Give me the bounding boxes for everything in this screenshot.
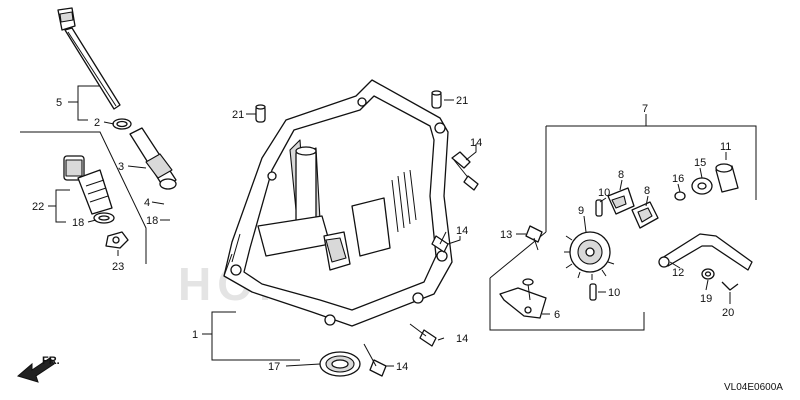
callout-10-lower: 10 [608, 287, 620, 299]
callout-1: 1 [192, 329, 198, 341]
dipstick-assembly [57, 7, 177, 190]
callout-5: 5 [56, 97, 62, 109]
front-direction-arrow [16, 357, 55, 383]
callout-14-bottom: 14 [396, 361, 408, 373]
group-boundary-7-bottom [489, 278, 645, 331]
callout-14-upper: 14 [470, 137, 482, 149]
governor-parts [499, 163, 753, 319]
callout-4: 4 [144, 197, 150, 209]
callout-19: 19 [700, 293, 712, 305]
front-direction-label: FR. [42, 355, 60, 367]
oil-pan [223, 79, 453, 327]
group-boundary-left [20, 131, 147, 264]
callout-12: 12 [672, 267, 684, 279]
callout-22: 22 [32, 201, 44, 213]
callout-14-mid: 14 [456, 225, 468, 237]
callout-13: 13 [500, 229, 512, 241]
callout-21-right: 21 [456, 95, 468, 107]
callout-6: 6 [554, 309, 560, 321]
callout-10-upper: 10 [598, 187, 610, 199]
callout-2: 2 [94, 117, 100, 129]
callout-20: 20 [722, 307, 734, 319]
callout-21-left: 21 [232, 109, 244, 121]
callout-14-lower: 14 [456, 333, 468, 345]
callout-3: 3 [118, 161, 124, 173]
callout-8-lower: 8 [644, 185, 650, 197]
dowel-pins [255, 90, 442, 123]
callout-labels: 5 2 3 22 18 23 4 18 21 21 14 14 14 14 1 … [32, 95, 734, 373]
diagram-code: VL04E0600A [724, 382, 783, 393]
group-boundary-7 [546, 125, 757, 200]
callout-8-upper: 8 [618, 169, 624, 181]
callout-11: 11 [720, 141, 731, 153]
callout-18-mid: 18 [146, 215, 158, 227]
callout-7: 7 [642, 103, 648, 115]
leader-lines [48, 85, 731, 367]
callout-9: 9 [578, 205, 584, 217]
callout-17: 17 [268, 361, 280, 373]
callout-18-left: 18 [72, 217, 84, 229]
flange-bolts [363, 151, 479, 377]
callout-23: 23 [112, 261, 124, 273]
filler-cap-assembly [63, 155, 129, 249]
callout-16: 16 [672, 173, 684, 185]
callout-15: 15 [694, 157, 706, 169]
oil-seal [319, 351, 361, 377]
